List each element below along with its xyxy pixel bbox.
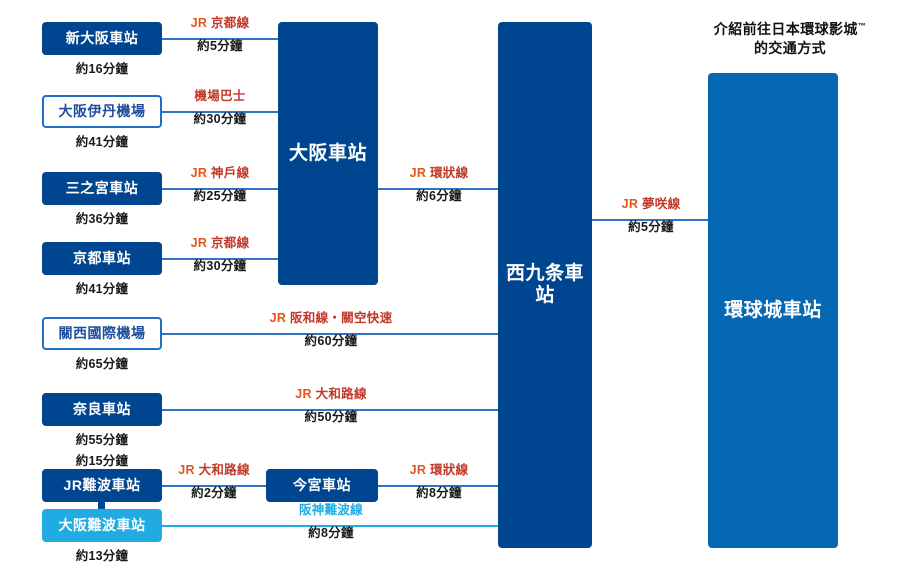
line-label-osaka-to-nishikujo: JR 環狀線 約6分鐘 [389,162,489,204]
station-box-nishikujo[interactable]: 西九条車站 [498,22,592,548]
station-box-imamiya[interactable]: 今宮車站 [266,469,378,502]
line-name: 阪和線・關空快速 [289,311,393,325]
line-operator: JR [409,463,430,477]
line-duration: 約30分鐘 [193,259,247,273]
station-name: 大阪車站 [288,142,367,164]
connector-kyoto-to-osaka [160,258,280,260]
station-duration-osaka-namba: 約13分鐘 [75,549,129,563]
station-box-kyoto[interactable]: 京都車站 [42,242,162,275]
connector-imamiya-to-nishikujo [376,485,502,487]
line-label-jr-namba-to-imamiya: JR 大和路線 約2分鐘 [164,459,264,501]
station-name: 新大阪車站 [65,30,139,47]
station-duration-kyoto: 約41分鐘 [75,282,129,296]
station-box-nara[interactable]: 奈良車站 [42,393,162,426]
line-name: 京都線 [210,236,250,250]
line-operator: JR [190,166,211,180]
line-duration: 約25分鐘 [193,189,247,203]
line-name: 環狀線 [429,463,469,477]
line-duration: 約6分鐘 [416,189,462,203]
station-name: 三之宮車站 [65,180,139,197]
station-box-sannomiya[interactable]: 三之宮車站 [42,172,162,205]
station-name: 關西國際機場 [58,325,146,342]
line-label-nishikujo-to-universal: JR 夢咲線 約5分鐘 [601,193,701,235]
line-label-kansai-to-nishikujo: JR 阪和線・關空快速 約60分鐘 [231,307,431,349]
line-name: 京都線 [210,16,250,30]
line-label-sannomiya-to-osaka: JR 神戶線 約25分鐘 [170,162,270,204]
connector-shin-osaka-to-osaka [160,38,280,40]
station-duration-kansai-airport: 約65分鐘 [75,357,129,371]
line-name: 阪神難波線 [298,503,363,517]
station-name: JR難波車站 [63,477,141,494]
connector-jr-namba-to-imamiya [160,485,268,487]
line-name: 神戶線 [210,166,250,180]
line-label-shin-osaka-to-osaka: JR 京都線 約5分鐘 [170,12,270,54]
station-name: 奈良車站 [73,401,131,418]
station-duration-sannomiya: 約36分鐘 [75,212,129,226]
station-name: 西九条車站 [505,263,584,306]
line-operator: JR [409,166,430,180]
station-name: 大阪難波車站 [58,517,146,534]
station-name: 大阪伊丹機場 [58,103,146,120]
line-duration: 約50分鐘 [304,410,358,424]
connector-itami-to-osaka [160,111,280,113]
station-duration-jr-namba: 約15分鐘 [75,454,129,468]
line-operator: JR [295,387,316,401]
connector-nara-to-nishikujo [160,409,502,411]
line-name: 夢咲線 [641,197,681,211]
line-duration: 約2分鐘 [191,486,237,500]
line-label-itami-to-osaka: 機場巴士 約30分鐘 [170,85,270,127]
page-title: 介紹前往日本環球影城™ 的交通方式 [685,20,895,58]
station-duration-shin-osaka: 約16分鐘 [75,62,129,76]
line-operator: JR [190,236,211,250]
trademark-symbol: ™ [857,21,867,31]
station-box-shin-osaka[interactable]: 新大阪車站 [42,22,162,55]
line-name: 大和路線 [315,387,367,401]
line-name: 大和路線 [198,463,250,477]
connector-nishikujo-to-universal [592,219,710,221]
line-duration: 約8分鐘 [416,486,462,500]
connector-kansai-to-nishikujo [160,333,502,335]
line-operator: JR [190,16,211,30]
line-duration: 約30分鐘 [193,112,247,126]
connector-jr-namba-to-osaka-namba [98,492,105,516]
page-title-line1: 介紹前往日本環球影城 [713,21,858,37]
station-box-jr-namba[interactable]: JR難波車站 [42,469,162,502]
line-label-osaka-namba-to-nishikujo: 阪神難波線 約8分鐘 [231,499,431,541]
line-label-nara-to-nishikujo: JR 大和路線 約50分鐘 [231,383,431,425]
station-box-osaka[interactable]: 大阪車站 [278,22,378,285]
station-name: 京都車站 [73,250,131,267]
line-duration: 約5分鐘 [197,39,243,53]
station-box-osaka-namba[interactable]: 大阪難波車站 [42,509,162,542]
connector-osaka-namba-to-nishikujo [160,525,502,527]
connector-sannomiya-to-osaka [160,188,280,190]
line-label-imamiya-to-nishikujo: JR 環狀線 約8分鐘 [389,459,489,501]
line-duration: 約5分鐘 [628,220,674,234]
station-duration-itami-airport: 約41分鐘 [75,135,129,149]
line-operator: JR [178,463,199,477]
connector-osaka-to-nishikujo [378,188,500,190]
line-operator: JR [269,311,290,325]
line-label-kyoto-to-osaka: JR 京都線 約30分鐘 [170,232,270,274]
station-duration-nara: 約55分鐘 [75,433,129,447]
station-name: 環球城車站 [724,299,822,321]
line-operator: JR [621,197,642,211]
station-box-kansai-airport[interactable]: 關西國際機場 [42,317,162,350]
page-title-line2: 的交通方式 [754,39,826,56]
line-duration: 約60分鐘 [304,334,358,348]
line-duration: 約8分鐘 [308,526,354,540]
station-box-itami-airport[interactable]: 大阪伊丹機場 [42,95,162,128]
station-box-universal-city[interactable]: 環球城車站 [708,73,838,548]
line-name: 機場巴士 [194,89,246,103]
station-name: 今宮車站 [293,477,351,494]
line-name: 環狀線 [429,166,469,180]
